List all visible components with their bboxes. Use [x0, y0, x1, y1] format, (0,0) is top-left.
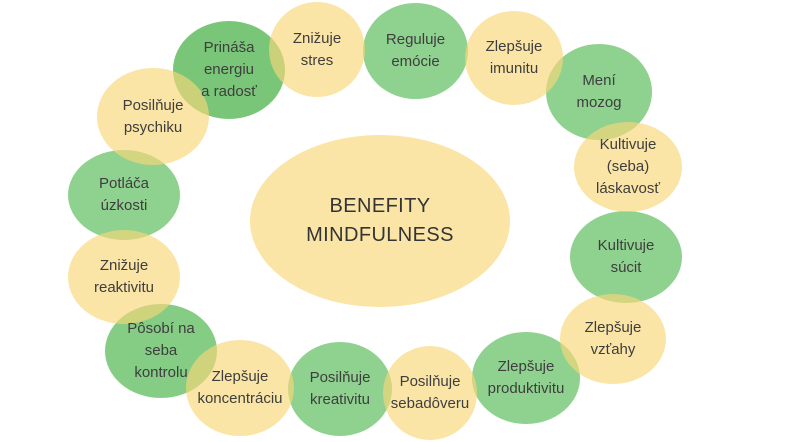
benefit-label: Zlepšuje produktivitu	[487, 358, 565, 397]
benefit-label: Kultivuje (seba) láskavosť	[596, 136, 660, 197]
benefit-label: Mení mozog	[576, 72, 622, 111]
benefit-label: Posilňuje kreativitu	[309, 369, 371, 408]
benefit-bubble-zlepsuje-vztahy: Zlepšuje vzťahy	[560, 294, 666, 384]
benefit-label: Pôsobí na seba kontrolu	[127, 320, 195, 381]
benefit-label: Znižuje stres	[292, 29, 342, 69]
benefit-label: Zlepšuje koncentráciu	[197, 368, 283, 407]
benefit-bubble-kultivuje-laskavost: Kultivuje (seba) láskavosť	[574, 122, 682, 212]
diagram-title: BENEFITY MINDFULNESS	[306, 195, 454, 246]
benefit-bubble-posilnuje-kreativitu: Posilňuje kreativitu	[288, 342, 392, 436]
benefit-label: Znižuje reaktivitu	[93, 257, 155, 296]
benefit-bubble-potlaca-uzkosti: Potláča úzkosti	[68, 150, 180, 240]
benefit-bubble-znizuje-reaktivitu: Znižuje reaktivitu	[68, 230, 180, 324]
benefit-label: Prináša energiu a radosť	[201, 39, 257, 100]
benefit-label: Zlepšuje imunitu	[485, 38, 543, 77]
benefit-label: Reguluje emócie	[385, 31, 446, 70]
benefit-label: Zlepšuje vzťahy	[584, 319, 642, 358]
benefit-bubble-zlepsuje-koncentraciu: Zlepšuje koncentráciu	[186, 340, 294, 436]
benefit-bubble-kultivuje-sucit: Kultivuje súcit	[570, 211, 682, 303]
benefit-bubble-zlepsuje-imunitu: Zlepšuje imunitu	[465, 11, 563, 105]
benefit-bubble-znizuje-stres: Znižuje stres	[269, 2, 365, 97]
benefit-bubble-posilnuje-psychiku: Posilňuje psychiku	[97, 68, 209, 165]
benefit-label: Potláča úzkosti	[98, 175, 150, 214]
benefit-label: Kultivuje súcit	[597, 237, 655, 276]
benefit-bubble-reguluje-emocie: Reguluje emócie	[363, 3, 468, 99]
benefit-label: Posilňuje sebadôveru	[390, 373, 470, 412]
benefit-label: Posilňuje psychiku	[122, 96, 184, 136]
benefit-bubble-posilnuje-sebadoveru: Posilňuje sebadôveru	[383, 346, 477, 440]
central-ellipse: BENEFITY MINDFULNESS	[250, 135, 510, 307]
